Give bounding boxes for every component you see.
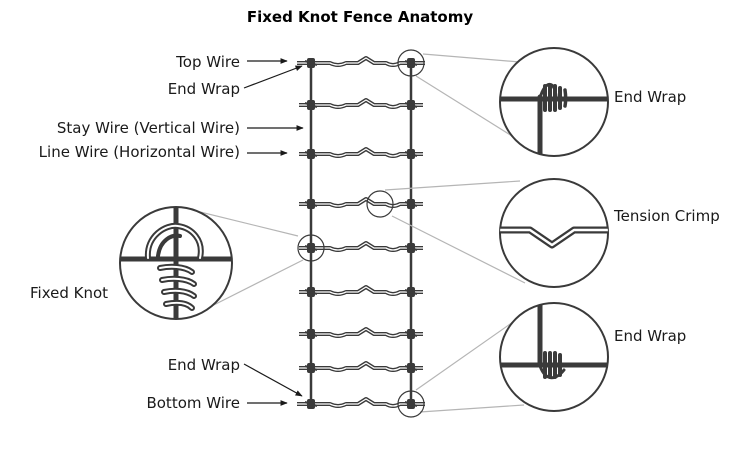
knot-wrap	[304, 365, 318, 371]
callout-end-wrap-top: End Wrap	[499, 47, 686, 157]
callout-tension-crimp: Tension Crimp	[499, 178, 720, 288]
line-wire-highlight	[299, 286, 423, 295]
knot-wrap	[304, 331, 318, 337]
knot-wrap	[304, 60, 318, 66]
indicator-knot	[297, 234, 325, 262]
line-wire-highlight	[299, 99, 423, 108]
label-fixed-knot: Fixed Knot	[30, 284, 108, 302]
callout-leaders	[183, 53, 526, 413]
callout-tension-crimp-label: Tension Crimp	[613, 207, 720, 225]
callout-end-wrap-top-label: End Wrap	[614, 88, 686, 106]
indicator-bottom-wrap	[397, 390, 425, 418]
line-wire-highlight	[297, 398, 425, 407]
arrow-end-wrap-bottom	[243, 363, 303, 397]
label-top-wire: Top Wire	[175, 53, 240, 71]
knot-wrap	[304, 201, 318, 207]
arrow-end-wrap-top	[243, 65, 303, 89]
knot-wrap	[404, 60, 418, 66]
leader-bottom-wrap-lower	[419, 404, 525, 413]
line-wire-highlight	[299, 148, 423, 157]
knot-wrap	[404, 365, 418, 371]
callout-end-wrap-bottom: End Wrap	[499, 302, 686, 412]
label-stay-wire: Stay Wire (Vertical Wire)	[57, 119, 240, 137]
knot-wrap	[404, 289, 418, 295]
line-wire-highlight	[299, 362, 423, 371]
left-labels: Top Wire End Wrap Stay Wire (Vertical Wi…	[30, 53, 304, 412]
knot-wrap	[404, 245, 418, 251]
label-end-wrap-top: End Wrap	[168, 80, 240, 98]
knot-wrap	[404, 102, 418, 108]
fence-panel	[297, 56, 425, 409]
knot-wrap	[404, 201, 418, 207]
label-end-wrap-bottom: End Wrap	[168, 356, 240, 374]
knot-wrap	[404, 401, 418, 407]
knot-wrap	[404, 151, 418, 157]
leader-bottom-wrap-upper	[415, 314, 524, 391]
leader-top-wrap-upper	[422, 53, 521, 63]
indicator-circles	[297, 49, 425, 418]
knot-wrap	[304, 289, 318, 295]
line-wire-highlight	[299, 198, 423, 207]
knot-wrap	[304, 401, 318, 407]
leader-knot-upper	[183, 207, 299, 237]
leader-crimp-lower	[391, 215, 526, 284]
indicator-top-wrap	[397, 49, 425, 77]
knot-wrap	[304, 102, 318, 108]
callout-fixed-knot	[119, 206, 233, 320]
diagram-title: Fixed Knot Fence Anatomy	[247, 8, 473, 26]
line-wire-highlight	[297, 57, 425, 66]
line-wire-highlight	[299, 242, 423, 251]
indicator-crimp	[366, 190, 394, 218]
leader-crimp-upper	[384, 180, 521, 191]
knot-wrap	[304, 151, 318, 157]
line-wire-highlight	[299, 328, 423, 337]
callout-end-wrap-bottom-label: End Wrap	[614, 327, 686, 345]
label-bottom-wire: Bottom Wire	[146, 394, 240, 412]
knot-wrap	[304, 245, 318, 251]
leader-top-wrap-lower	[415, 75, 521, 142]
knot-wrap	[404, 331, 418, 337]
label-line-wire: Line Wire (Horizontal Wire)	[39, 143, 240, 161]
